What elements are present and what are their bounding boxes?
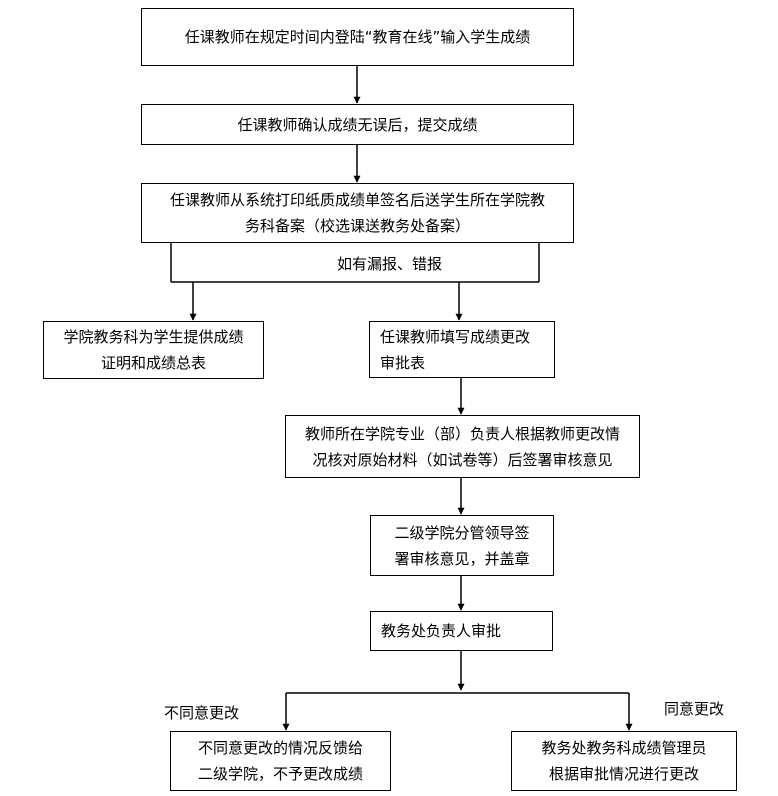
disagree-label: 不同意更改: [164, 704, 240, 722]
step-fill-form-box: 任课教师填写成绩更改 审批表: [369, 321, 555, 378]
step-dept-head-box: 教师所在学院专业（部）负责人根据教师更改情 况核对原始材料（如试卷等）后签署审核…: [285, 415, 640, 478]
step-leader-text-line1: 二级学院分管领导签: [394, 523, 530, 542]
step-leader-box: 二级学院分管领导签 署审核意见，并盖章: [370, 515, 554, 576]
step-fill-form-text-line2: 审批表: [380, 353, 426, 372]
step-approve-text-line2: 根据审批情况进行更改: [548, 765, 699, 783]
step-college-text-line1: 学院教务科为学生提供成绩: [63, 328, 244, 346]
step-confirm-box: 任课教师确认成绩无误后，提交成绩: [141, 104, 574, 145]
step-confirm-text: 任课教师确认成绩无误后，提交成绩: [237, 115, 478, 134]
step-login-box: 任课教师在规定时间内登陆“教育在线”输入学生成绩: [141, 8, 574, 66]
step-office-head-box: 教务处负责人审批: [370, 611, 553, 651]
step-approve-box: 教务处教务科成绩管理员 根据审批情况进行更改: [511, 731, 737, 791]
step-reject-text-line1: 不同意更改的情况反馈给: [197, 739, 363, 757]
step-leader-text-line2: 署审核意见，并盖章: [394, 549, 530, 568]
step-college-text-line2: 证明和成绩总表: [100, 354, 206, 372]
error-branch-label: 如有漏报、错报: [337, 255, 443, 273]
step-office-head-text: 教务处负责人审批: [381, 622, 502, 640]
step-reject-box: 不同意更改的情况反馈给 二级学院，不予更改成绩: [170, 731, 391, 791]
step-print-text-line1: 任课教师从系统打印纸质成绩单签名后送学生所在学院教: [169, 191, 545, 209]
step-print-box: 任课教师从系统打印纸质成绩单签名后送学生所在学院教 务科备案（校选课送教务处备案…: [141, 183, 574, 243]
step-reject-text-line2: 二级学院，不予更改成绩: [197, 765, 363, 783]
step-print-text-line2: 务科备案（校选课送教务处备案）: [244, 217, 470, 235]
step-dept-head-text-line1: 教师所在学院专业（部）负责人根据教师更改情: [304, 424, 620, 443]
step-college-box: 学院教务科为学生提供成绩 证明和成绩总表: [43, 321, 264, 379]
agree-label: 同意更改: [664, 700, 725, 718]
step-dept-head-text-line2: 况核对原始材料（如试卷等）后签署审核意见: [312, 450, 613, 469]
step-fill-form-text-line1: 任课教师填写成绩更改: [380, 327, 531, 346]
step-approve-text-line1: 教务处教务科成绩管理员: [541, 739, 707, 757]
step-login-text: 任课教师在规定时间内登陆“教育在线”输入学生成绩: [184, 28, 531, 46]
